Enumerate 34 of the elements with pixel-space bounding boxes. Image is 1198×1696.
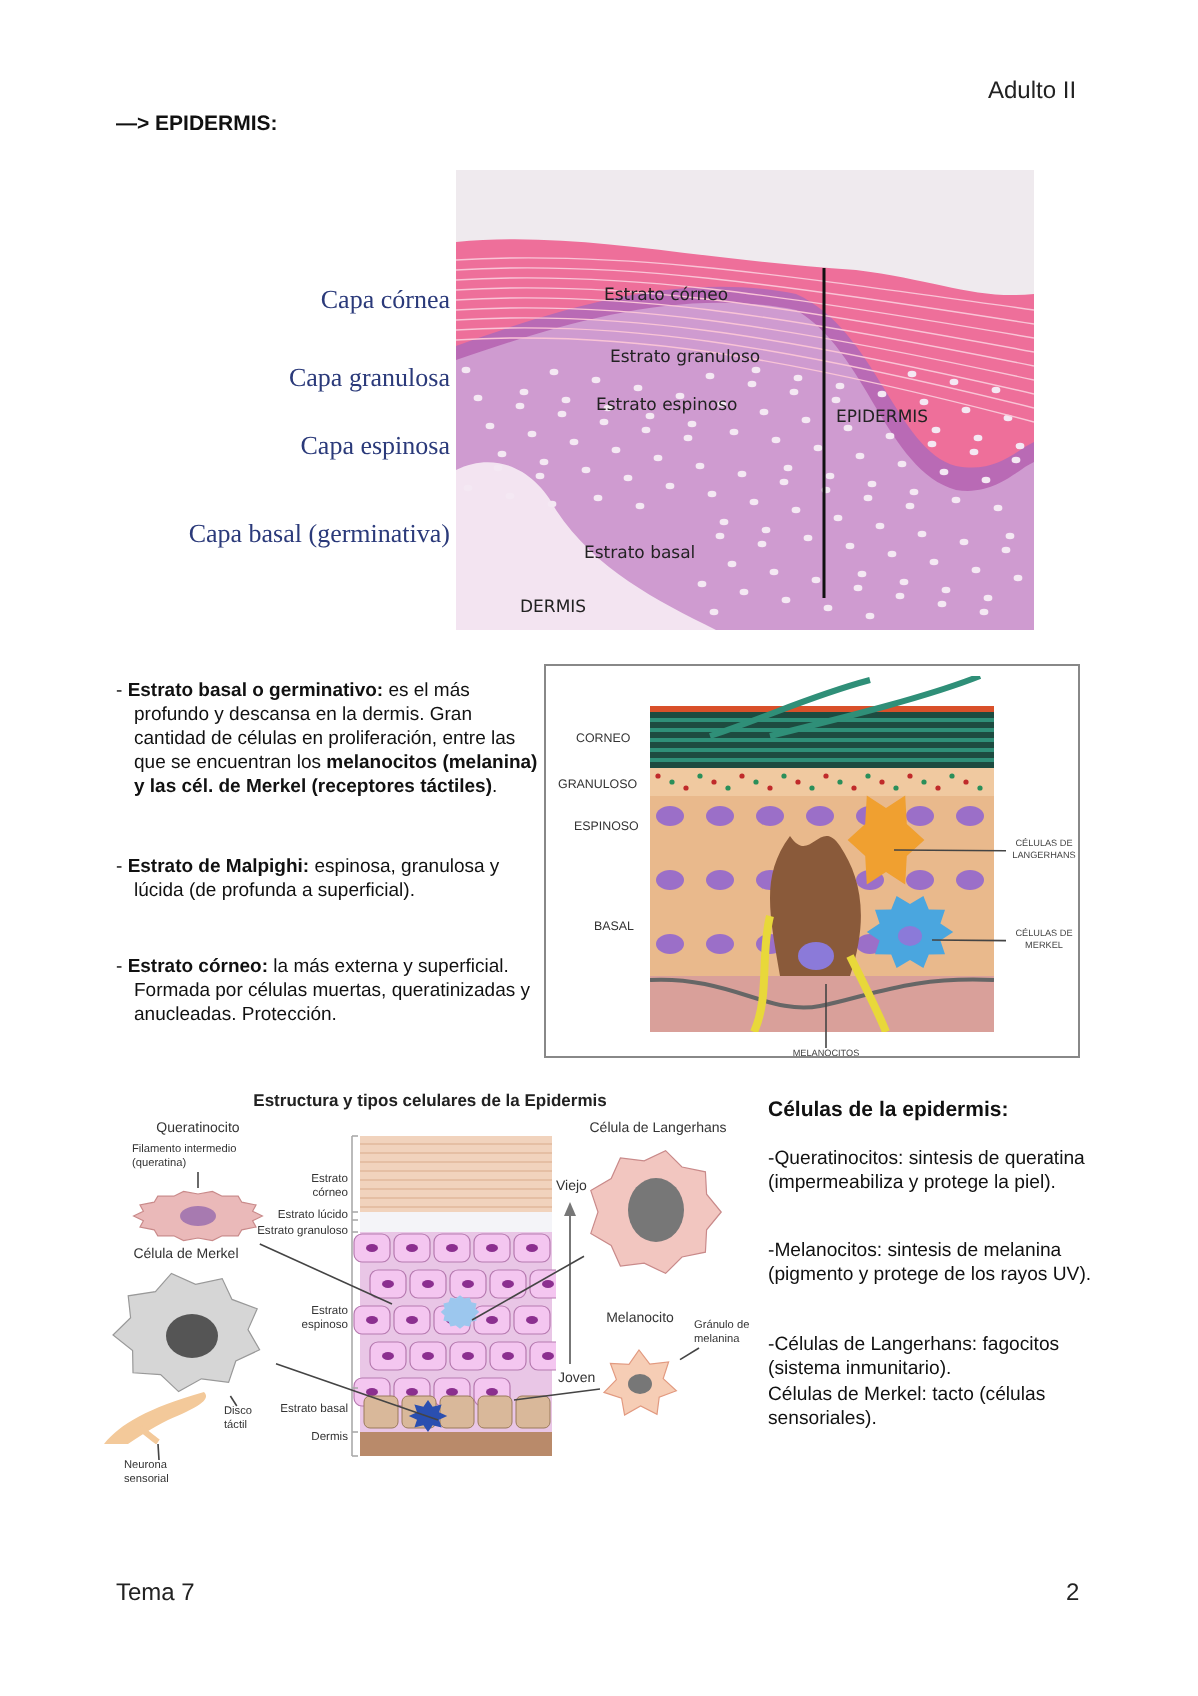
layer-label: Estrato granuloso	[610, 350, 761, 370]
bullet-text: - Estrato de Malpighi: espinosa, granulosa y lúcida (de profunda a superficial).	[116, 856, 502, 904]
layer-label: EPIDERMIS	[836, 410, 929, 430]
leader-line	[229, 1395, 238, 1407]
leader-line	[931, 939, 1007, 942]
layer-label: DERMIS	[520, 600, 587, 620]
layer-label: Capa basal (germinativa)	[186, 520, 450, 550]
leader-line	[679, 1347, 700, 1361]
section-heading: Células de la epidermis:	[768, 1098, 1009, 1123]
layer-label: Capa córnea	[318, 286, 450, 316]
leader-line	[197, 1171, 199, 1189]
figure-title: Estructura y tipos celulares de la Epidermis	[251, 1092, 609, 1112]
leader-line	[471, 1255, 585, 1321]
bullet-text: - Estrato basal o germinativo: es el más profundo y descansa en la dermis. Gran cantidad de células en proliferación, entre las que se encuentran los melanocitos (melanina) y las cél. de Merkel (receptores táctiles).	[116, 680, 540, 799]
leader-line	[157, 1443, 160, 1461]
leader-line	[275, 1363, 439, 1421]
heading: —> EPIDERMIS:	[116, 112, 280, 137]
leader-line	[513, 1388, 601, 1401]
leader-line	[825, 983, 827, 1049]
body-text: -Melanocitos: sintesis de melanina (pigmento y protege de los rayos UV).	[768, 1240, 1094, 1287]
body-text: -Células de Langerhans: fagocitos (sistema inmunitario).	[768, 1334, 1062, 1381]
body-text: -Queratinocitos: sintesis de queratina (impermeabiliza y protege la piel).	[768, 1148, 1087, 1195]
layer-label: Capa espinosa	[298, 432, 450, 462]
bullet-text: - Estrato córneo: la más externa y superficial. Formada por células muertas, queratinizadas y anucleadas. Protección.	[116, 956, 533, 1028]
body-text: Células de Merkel: tacto (células sensoriales).	[768, 1384, 1048, 1431]
layer-label: Estrato basal	[584, 546, 696, 566]
footer-text: Tema 7	[116, 1580, 195, 1608]
layer-label: Estrato espinoso	[596, 398, 738, 418]
leader-line	[893, 849, 1007, 852]
leader-line	[259, 1243, 393, 1305]
layer-label: Capa granulosa	[286, 364, 450, 394]
header-text: Adulto II	[988, 78, 1079, 106]
layer-label: Estrato córneo	[604, 288, 729, 308]
page-number: 2	[1066, 1580, 1080, 1608]
